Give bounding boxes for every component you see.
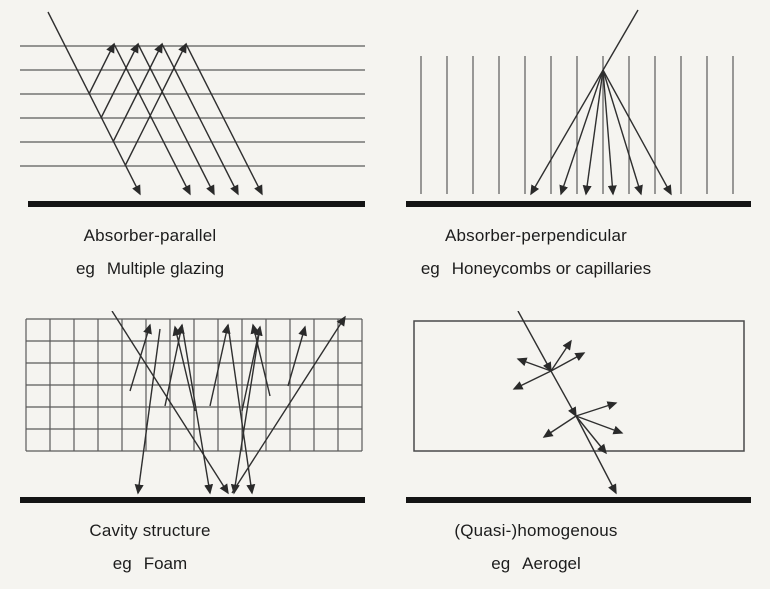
aerogel-slab-outline bbox=[412, 319, 745, 452]
eg-label: eg bbox=[75, 259, 95, 278]
panel-title: Absorber-perpendicular bbox=[444, 226, 628, 245]
panel-title: Cavity structure bbox=[89, 520, 211, 540]
panel-caption: Absorber-perpendicular eg Honeycombs or … bbox=[354, 213, 718, 279]
capillary-walls bbox=[419, 56, 734, 194]
light-rays bbox=[110, 310, 346, 494]
light-rays bbox=[529, 9, 672, 196]
light-rays bbox=[46, 11, 263, 196]
panel-title: Absorber-parallel bbox=[83, 226, 217, 245]
light-rays bbox=[512, 310, 623, 494]
example-text: Multiple glazing bbox=[106, 259, 225, 278]
example-text: Honeycombs or capillaries bbox=[451, 259, 652, 278]
panel-caption: (Quasi-)homogenous eg Aerogel bbox=[354, 508, 718, 574]
panel-caption: Absorber-parallel eg Multiple glazing bbox=[0, 213, 332, 279]
cavity-grid bbox=[24, 317, 363, 452]
glazing-layers bbox=[19, 45, 365, 167]
panel-caption: Cavity structure eg Foam bbox=[0, 508, 332, 574]
eg-label: eg bbox=[491, 553, 511, 573]
cavity-structure-diagram bbox=[19, 310, 365, 503]
panel-title: (Quasi-)homogenous bbox=[454, 520, 618, 540]
panel-quasi-homogenous: (Quasi-)homogenous eg Aerogel bbox=[396, 310, 760, 582]
quasi-homogenous-diagram bbox=[405, 310, 751, 503]
panel-example: eg Foam bbox=[0, 554, 332, 574]
absorber-perpendicular-diagram bbox=[405, 9, 751, 207]
example-text: Aerogel bbox=[522, 553, 581, 573]
panel-example: eg Aerogel bbox=[354, 554, 718, 574]
example-text: Foam bbox=[143, 553, 188, 573]
eg-label: eg bbox=[112, 553, 132, 573]
eg-label: eg bbox=[420, 259, 440, 278]
absorber-parallel-diagram bbox=[19, 11, 365, 207]
panel-example: eg Multiple glazing bbox=[0, 259, 332, 279]
panel-absorber-perpendicular: Absorber-perpendicular eg Honeycombs or … bbox=[396, 8, 760, 287]
panel-cavity-structure: Cavity structure eg Foam bbox=[10, 310, 374, 582]
panel-absorber-parallel: Absorber-parallel eg Multiple glazing bbox=[10, 8, 374, 287]
panel-example: eg Honeycombs or capillaries bbox=[354, 259, 718, 279]
